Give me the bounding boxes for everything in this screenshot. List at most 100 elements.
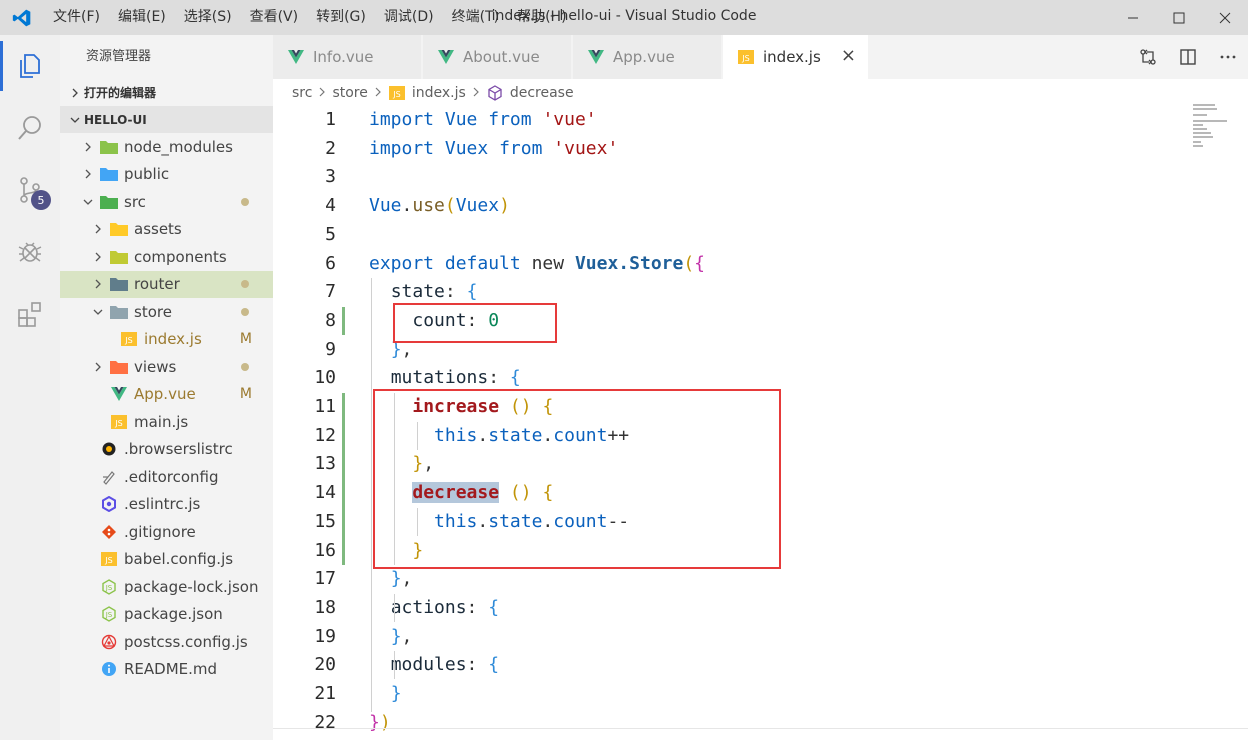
split-editor-button[interactable] — [1168, 35, 1208, 79]
tree-item-public[interactable]: public — [60, 161, 273, 189]
svg-text:JS: JS — [741, 54, 749, 63]
horizontal-scrollbar[interactable] — [273, 728, 1248, 740]
line-number: 22 — [314, 711, 336, 733]
activity-source-control[interactable]: 5 — [0, 159, 60, 221]
tree-item-views[interactable]: views — [60, 353, 273, 381]
tab-about-vue[interactable]: About.vue — [423, 35, 572, 79]
class-name: Vuex — [574, 252, 619, 274]
chevron-right-icon — [90, 278, 106, 290]
tab-info-vue[interactable]: Info.vue — [273, 35, 422, 79]
window-controls — [1110, 0, 1248, 35]
code-text: decrease () { — [412, 482, 554, 504]
tree-item-editorconfig[interactable]: .editorconfig — [60, 463, 273, 491]
breadcrumb-label: decrease — [509, 84, 574, 101]
menu-item[interactable]: 编辑(E) — [117, 9, 166, 25]
close-window-button[interactable] — [1202, 0, 1248, 35]
close-tab-button[interactable]: × — [840, 45, 856, 66]
line-number: 9 — [325, 338, 336, 360]
function-name: use — [412, 195, 445, 217]
modified-dot — [241, 307, 249, 316]
nodejs-icon: JS — [100, 605, 118, 623]
menu-item[interactable]: 调试(D) — [383, 9, 434, 25]
tab-index-js[interactable]: JS index.js × — [723, 35, 869, 79]
menu-item[interactable]: 终端(T) — [451, 9, 500, 25]
menu-item[interactable]: 查看(V) — [249, 9, 299, 25]
breadcrumb-src[interactable]: src — [292, 85, 312, 101]
breadcrumb-store[interactable]: store — [332, 85, 367, 101]
line-number: 5 — [325, 223, 336, 245]
tree-item-components[interactable]: components — [60, 243, 273, 271]
tree-item-eslintrc-js[interactable]: .eslintrc.js — [60, 491, 273, 519]
tab-label: index.js — [763, 48, 821, 66]
property: mutations — [390, 367, 489, 389]
tab-app-vue[interactable]: App.vue — [573, 35, 722, 79]
debug-icon — [18, 242, 42, 262]
identifier: Vue — [444, 109, 478, 130]
line-number: 10 — [314, 367, 336, 389]
activity-debug[interactable] — [0, 221, 60, 283]
breadcrumb-label: src — [292, 84, 313, 101]
editorconfig-icon — [100, 468, 118, 486]
minimize-button[interactable] — [1110, 0, 1156, 35]
chevron-right-icon — [374, 85, 382, 101]
chevron-right-icon — [80, 168, 96, 180]
code-line: 16 } — [273, 537, 1173, 566]
tree-item-label: main.js — [134, 412, 189, 431]
line-number: 13 — [314, 453, 336, 475]
tree-item-gitignore[interactable]: .gitignore — [60, 518, 273, 546]
menu-item[interactable]: 帮助(H) — [517, 9, 567, 25]
folder-node-icon — [100, 138, 118, 156]
activity-explorer[interactable] — [0, 35, 60, 97]
project-section[interactable]: HELLO-UI — [60, 106, 273, 133]
code-text: state: { — [390, 281, 478, 303]
code-line: 21 } — [273, 680, 1173, 709]
more-actions-button[interactable] — [1208, 35, 1248, 79]
browserslist-icon — [100, 440, 118, 458]
menu-item[interactable]: 转到(G) — [316, 9, 366, 25]
gutter-modified-marker — [342, 393, 345, 565]
tree-item-src[interactable]: src — [60, 188, 273, 216]
nodejs-icon: JS — [100, 578, 118, 596]
maximize-button[interactable] — [1156, 0, 1202, 35]
tree-item-browserslistrc[interactable]: .browserslistrc — [60, 436, 273, 464]
menu-item[interactable]: 选择(S) — [183, 9, 232, 25]
tree-item-node-modules[interactable]: node_modules — [60, 133, 273, 161]
split-editor-icon — [1180, 49, 1196, 65]
open-editors-section[interactable]: 打开的编辑器 — [60, 79, 273, 106]
breadcrumb-label: store — [332, 84, 368, 101]
menu-item[interactable]: 文件(F) — [53, 9, 100, 25]
js-file-icon: JS — [388, 85, 406, 101]
code-text: import Vuex from 'vuex' — [369, 135, 618, 164]
tree-item-router[interactable]: router — [60, 270, 273, 298]
keyword: import — [369, 137, 435, 159]
folder-components-icon — [110, 248, 128, 266]
property: count — [412, 309, 467, 331]
breadcrumb-file[interactable]: JS index.js — [388, 85, 466, 101]
line-number: 19 — [314, 625, 336, 647]
keyword: this — [434, 510, 478, 532]
minimap[interactable] — [1193, 104, 1233, 150]
menu-bar: 文件(F) 编辑(E) 选择(S) 查看(V) 转到(G) 调试(D) 终端(T) 帮助(H) — [44, 0, 576, 35]
identifier: Vuex — [455, 195, 500, 217]
tree-item-assets[interactable]: assets — [60, 216, 273, 244]
breadcrumb-symbol[interactable]: decrease — [486, 85, 574, 101]
tree-item-readme-md[interactable]: README.md — [60, 656, 273, 684]
chevron-right-icon — [90, 251, 106, 263]
svg-text:JS: JS — [105, 584, 113, 592]
activity-extensions[interactable] — [0, 283, 60, 345]
tree-item-postcss-config-js[interactable]: postcss.config.js — [60, 628, 273, 656]
open-changes-button[interactable] — [1128, 35, 1168, 79]
scm-badge: 5 — [31, 190, 51, 210]
tree-item-store[interactable]: store — [60, 298, 273, 326]
line-number: 16 — [314, 539, 336, 561]
tree-item-label: README.md — [124, 660, 218, 679]
activity-search[interactable] — [0, 97, 60, 159]
